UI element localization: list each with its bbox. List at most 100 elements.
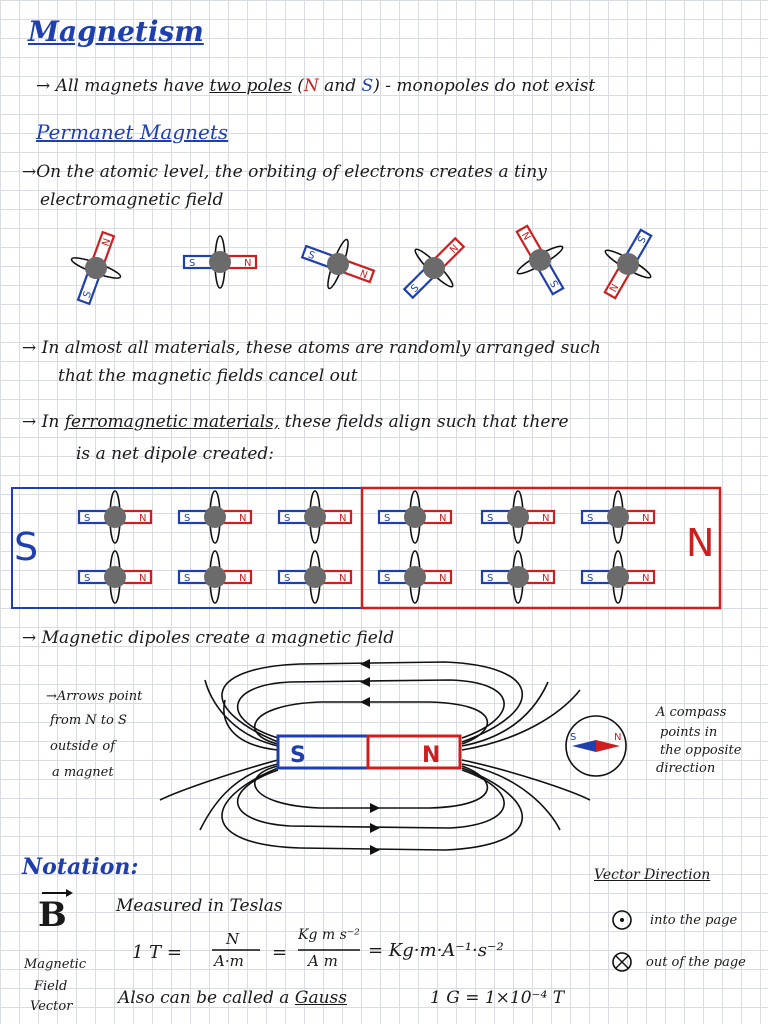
gauss-line: Also can be called a Gauss [118,990,347,1007]
atom-s-text: S [487,513,493,524]
poles-line-underlined: two poles [209,76,292,96]
frac1-den: A·m [214,952,244,970]
atom-n-text: N [542,513,549,524]
atom-nucleus [607,506,629,528]
eq-2: = [272,942,288,963]
poles-line-paren: ( [297,76,304,96]
atom-n-text: N [606,281,619,293]
atom-n-text: N [642,573,649,584]
atom-s-text: S [634,234,647,245]
atom-nucleus [617,253,639,275]
atom-n-text: N [239,573,246,584]
atom-n-text: N [139,573,146,584]
compass-s-text: S [570,732,576,743]
arrows-note-3: outside of [50,739,116,754]
measured-line: Measured in Teslas [116,896,283,916]
permanent-heading: Permanet Magnets [36,120,229,144]
atom-nucleus [507,506,529,528]
atom-n-text: N [100,237,113,248]
frac2-den: A m [308,952,338,970]
b-caption-2: Field [34,979,68,994]
random-line-a: → In almost all materials, these atoms a… [22,338,601,358]
bar-s-label: S [14,525,39,569]
b-caption-1: Magnetic [24,957,87,972]
compass-needle-red [596,740,620,752]
field-magnet-s-text: S [290,743,306,768]
atom-nucleus [85,257,107,279]
atom-s-text: S [306,250,316,263]
random-atom-3: SN [300,238,376,290]
b-vector-symbol: B [38,895,67,935]
poles-line-prefix: → All magnets have [36,76,205,96]
atom-n-text: N [439,513,446,524]
out-page-label: out of the page [646,955,746,970]
eq-lhs: 1 T = [132,942,182,963]
atom-nucleus [304,506,326,528]
atom-n-text: N [542,573,549,584]
poles-line-and: and [324,76,357,96]
field-lines [159,661,591,851]
atom-s-text: S [549,278,562,289]
random-atom-6: SN [603,228,653,300]
atom-n-text: N [642,513,649,524]
page-title: Magnetism [28,15,204,48]
b-caption-3: Vector [30,999,73,1014]
atom-n-text: N [244,258,251,269]
atom-s-text: S [284,513,290,524]
atom-n-text: N [339,513,346,524]
atom-s-text: S [184,573,190,584]
atom-n-text: N [239,513,246,524]
field-magnet-n [366,734,462,770]
bar-n-label: N [686,521,715,565]
vector-direction-heading: Vector Direction [594,867,711,883]
atom-nucleus [404,506,426,528]
atom-nucleus [507,566,529,588]
frac1-num: N [226,930,240,948]
gauss-prefix: Also can be called a [118,988,290,1008]
gauss-word: Gauss [294,988,347,1008]
atom-s-text: S [587,573,593,584]
poles-line-suffix: ) - monopoles do not exist [373,76,596,96]
into-page-label: into the page [650,913,738,928]
poles-line-s: S [361,76,374,96]
compass-needle-blue [572,740,596,752]
field-arrowheads [360,659,380,855]
dipoles-line: → Magnetic dipoles create a magnetic fie… [22,628,395,648]
atomic-line-b: electromagnetic field [40,190,224,210]
compass-note-2: points in [660,725,718,740]
poles-line: → All magnets have two poles (N and S) -… [36,78,595,95]
atomic-line-a: →On the atomic level, the orbiting of el… [22,162,547,182]
atom-s-text: S [189,258,195,269]
notation-heading: Notation: [22,854,139,880]
ferro-line-prefix: → In [22,412,60,432]
atom-s-text: S [284,573,290,584]
atom-n-text: N [521,229,534,241]
arrows-note-2: from N to S [50,713,127,728]
atom-nucleus [204,506,226,528]
eq-3: = Kg·m·A⁻¹·s⁻² [368,940,504,961]
dot-in-circle-icon [612,910,632,930]
atom-nucleus [209,251,231,273]
atom-s-text: S [487,573,493,584]
compass-n-text: N [614,732,621,743]
atom-nucleus [607,566,629,588]
compass-ring [565,715,627,777]
atom-nucleus [104,506,126,528]
